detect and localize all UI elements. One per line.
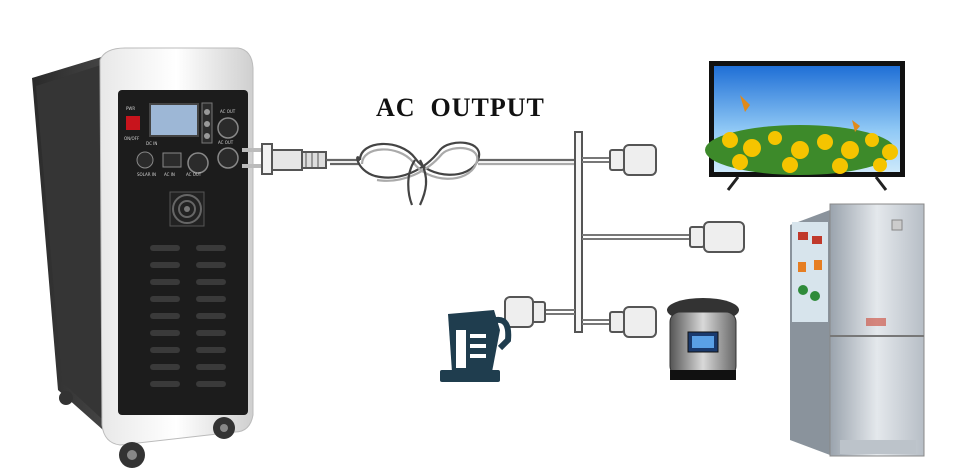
kettle-icon (440, 310, 512, 382)
lcd-screen (149, 103, 199, 137)
plug-icon (609, 144, 657, 176)
svg-text:AC OUT: AC OUT (218, 140, 234, 145)
svg-text:AC OUT: AC OUT (220, 109, 236, 114)
diagram-title: AC OUTPUT (376, 93, 545, 122)
power-switch-icon (126, 116, 140, 130)
svg-text:DC IN: DC IN (146, 141, 157, 146)
ac-out-socket-icon (187, 152, 209, 174)
refrigerator-icon (790, 203, 925, 457)
plug-icon (609, 306, 657, 338)
ac-plug-icon (242, 143, 327, 175)
plug-icon (504, 296, 546, 328)
plug-icon (689, 221, 745, 253)
cooling-fan-icon (169, 191, 205, 227)
vent-slots (150, 245, 226, 387)
ac-out-socket-icon (217, 117, 239, 139)
coiled-cable (326, 141, 578, 206)
portable-power-station: PWR ON/OFF AC OUT AC OUT AC OUT AC IN DC… (32, 47, 254, 468)
svg-text:ON/OFF: ON/OFF (124, 136, 140, 141)
caster-wheel-icon (59, 391, 235, 468)
svg-text:AC IN: AC IN (164, 172, 175, 177)
svg-text:AC OUT: AC OUT (186, 172, 202, 177)
tv-icon (705, 61, 905, 191)
svg-text:SOLAR IN: SOLAR IN (137, 172, 156, 177)
ac-out-socket-icon (217, 147, 239, 169)
pressure-cooker-icon (667, 298, 739, 380)
distribution-bus (545, 131, 690, 333)
svg-text:PWR: PWR (126, 106, 135, 111)
